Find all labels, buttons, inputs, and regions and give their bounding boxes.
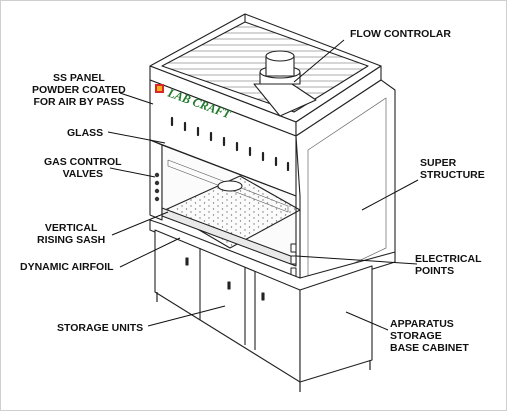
label-electrical-points: ELECTRICAL POINTS bbox=[415, 253, 482, 277]
label-dynamic-airfoil: DYNAMIC AIRFOIL bbox=[20, 261, 114, 273]
label-flow-controller: FLOW CONTROLAR bbox=[350, 28, 451, 40]
label-storage-units: STORAGE UNITS bbox=[57, 322, 144, 334]
gas-valves bbox=[154, 172, 160, 202]
sash-frame bbox=[161, 207, 297, 267]
leader-lines bbox=[107, 39, 419, 331]
base-cabinet-side bbox=[299, 265, 373, 383]
cabinet-legs bbox=[156, 292, 371, 392]
electrical-sockets bbox=[290, 243, 297, 277]
bypass-slots bbox=[170, 116, 290, 172]
label-gas-control-valves: GAS CONTROL VALVES bbox=[44, 156, 122, 180]
label-vertical-rising-sash: VERTICAL RISING SASH bbox=[37, 222, 106, 246]
top-lid-inner bbox=[161, 21, 369, 113]
work-surface bbox=[164, 175, 301, 249]
left-post bbox=[149, 139, 163, 221]
label-super-structure: SUPER STRUCTURE bbox=[420, 157, 485, 181]
lab-craft-logo-mark bbox=[155, 84, 164, 93]
label-ss-panel: SS PANEL POWDER COATED FOR AIR BY PASS bbox=[32, 72, 126, 108]
label-apparatus-storage-base-cabinet: APPARATUS STORAGE BASE CABINET bbox=[390, 318, 469, 354]
label-glass: GLASS bbox=[67, 127, 104, 139]
